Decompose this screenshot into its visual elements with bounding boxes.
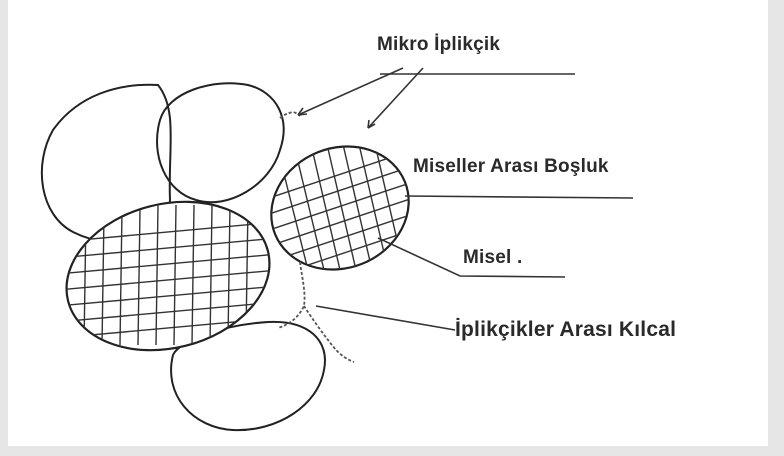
micelle-left (51, 181, 286, 371)
fiber-structure-diagram (8, 0, 768, 446)
diagram-canvas: Mikro İplikçik Miseller Arası Boşluk Mis… (8, 0, 768, 446)
label-iplikcikler-arasi-kilcal: İplikçikler Arası Kılcal (455, 318, 676, 342)
capillary-path (278, 262, 354, 362)
label-mikro-iplikcik: Mikro İplikçik (377, 34, 500, 56)
fibril-outline-top (157, 83, 284, 202)
label-miseller-arasi-bosluk: Miseller Arası Boşluk (413, 156, 609, 178)
label-misel: Misel . (463, 247, 522, 269)
